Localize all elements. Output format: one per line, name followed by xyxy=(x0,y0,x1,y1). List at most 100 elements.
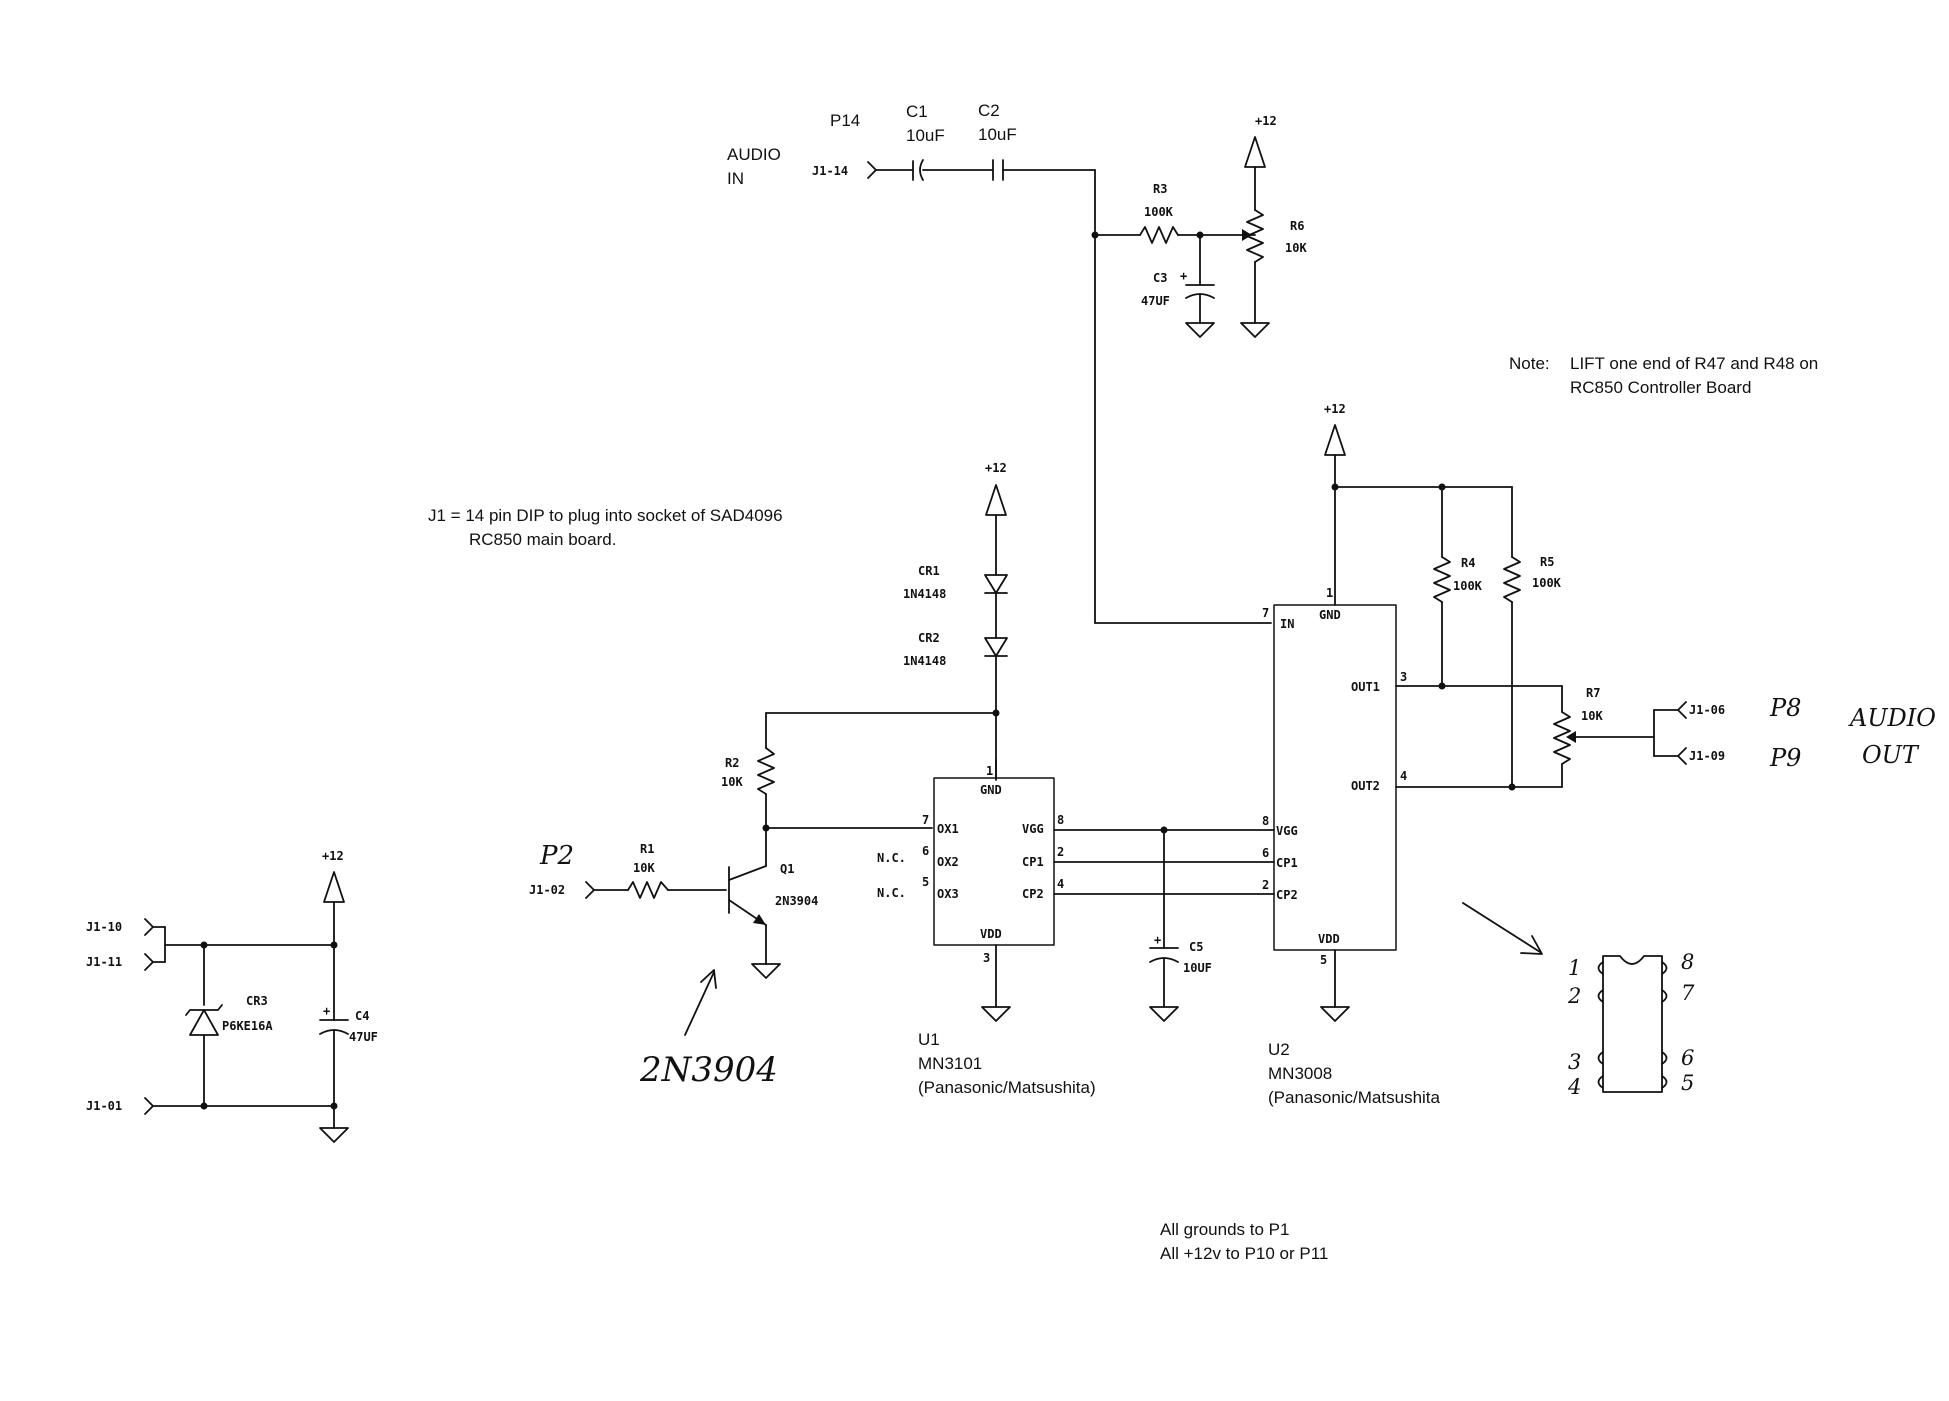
u1-pin-number-gnd: 1 xyxy=(986,764,993,778)
c2-capacitor xyxy=(992,159,1096,181)
q1-ref-label: Q1 xyxy=(780,862,794,876)
ground-icon xyxy=(319,1127,349,1143)
u2-pin-in: IN xyxy=(1280,617,1294,631)
u2-part-label: MN3008 xyxy=(1268,1064,1332,1083)
plus12-supply-icon xyxy=(323,871,345,903)
cr2-diode xyxy=(984,637,1008,657)
u1-pin-cp1: CP1 xyxy=(1022,855,1044,869)
p14-connector-label: P14 xyxy=(830,111,860,130)
cr1-diode xyxy=(984,574,1008,594)
c5-ref-label: C5 xyxy=(1189,940,1203,954)
u1-nc-label-ox2: N.C. xyxy=(877,851,906,865)
u1-pin-cp2: CP2 xyxy=(1022,887,1044,901)
u2-maker-label: (Panasonic/Matsushita xyxy=(1268,1088,1441,1107)
plus12-supply-icon xyxy=(985,484,1007,516)
j1-09-pin-label: J1-09 xyxy=(1689,749,1725,763)
j1-14-connector-symbol xyxy=(867,161,877,179)
q1-value-label: 2N3904 xyxy=(775,894,818,908)
output-section: +12 R4 100K R5 100K R7 10K xyxy=(1324,402,1936,791)
r4-resistor xyxy=(1433,556,1451,603)
annotation-arrow-2n3904 xyxy=(684,971,715,1036)
c3-ref-label: C3 xyxy=(1153,271,1167,285)
u2-pin-number-in: 7 xyxy=(1262,606,1269,620)
audio-in-label-2: IN xyxy=(727,169,744,188)
u1-part-label: MN3101 xyxy=(918,1054,982,1073)
u1-pin-number-cp1: 2 xyxy=(1057,845,1064,859)
u1-pin-number-vdd: 3 xyxy=(983,951,990,965)
u1-pin-number-cp2: 4 xyxy=(1057,877,1064,891)
j1-01-pin-label: J1-01 xyxy=(86,1099,122,1113)
r7-potentiometer xyxy=(1553,711,1571,765)
r6-value-label: 10K xyxy=(1285,241,1307,255)
c2-ref-label: C2 xyxy=(978,101,1000,120)
u1-pin-number-ox1: 7 xyxy=(922,813,929,827)
r7-wiper-arrow xyxy=(1566,731,1576,743)
r5-ref-label: R5 xyxy=(1540,555,1554,569)
cr1-ref-label: CR1 xyxy=(918,564,940,578)
j1-06-pin-label: J1-06 xyxy=(1689,703,1725,717)
u2-pin-number-out1: 3 xyxy=(1400,670,1407,684)
audio-in-section: AUDIO IN P14 J1-14 C1 10uF C2 10uF R3 xyxy=(727,101,1307,624)
u1-pin-number-vgg: 8 xyxy=(1057,813,1064,827)
dip-pin-3: 3 xyxy=(1568,1050,1581,1074)
u2-pin-vgg: VGG xyxy=(1276,824,1298,838)
path xyxy=(1661,961,1668,975)
dip-pin-8: 8 xyxy=(1681,950,1694,974)
wire xyxy=(728,865,767,881)
u2-pin-vdd: VDD xyxy=(1318,932,1340,946)
j1-11-pin-label: J1-11 xyxy=(86,955,122,969)
p8-connector-label: P8 xyxy=(1769,694,1801,722)
u1-pin-vgg: VGG xyxy=(1022,822,1044,836)
r6-ref-label: R6 xyxy=(1290,219,1304,233)
u1-pin-gnd: GND xyxy=(980,783,1002,797)
junction-dot xyxy=(1508,783,1516,791)
j1-14-pin-label: J1-14 xyxy=(812,164,848,178)
r7-ref-label: R7 xyxy=(1586,686,1600,700)
u2-pin-number-gnd: 1 xyxy=(1326,586,1333,600)
j1-09-connector-symbol xyxy=(1677,747,1687,765)
r3-resistor xyxy=(1139,226,1179,244)
note-text-line1: LIFT one end of R47 and R48 on xyxy=(1570,354,1818,373)
r1-value-label: 10K xyxy=(633,861,655,875)
dip-pin-6: 6 xyxy=(1681,1046,1694,1070)
u2-mn3008-chip: GND 1 IN 7 OUT1 3 OUT2 4 VGG 8 CP1 6 CP2… xyxy=(1262,586,1441,1107)
path xyxy=(1661,989,1668,1003)
j1-10-pin-label: J1-10 xyxy=(86,920,122,934)
note-text-line2: RC850 Controller Board xyxy=(1570,378,1751,397)
j1-02-connector-symbol xyxy=(585,881,595,899)
transistor-handwritten-note: 2N3904 xyxy=(639,1050,778,1090)
grounds-note-line1: All grounds to P1 xyxy=(1160,1220,1289,1239)
c4-ref-label: C4 xyxy=(355,1009,369,1023)
cr-supply-label: +12 xyxy=(985,461,1007,475)
path xyxy=(1661,1075,1668,1089)
dip-pin-1: 1 xyxy=(1568,956,1581,980)
dip-pin-7: 7 xyxy=(1681,981,1695,1005)
cr2-value-label: 1N4148 xyxy=(903,654,946,668)
power-input-section: J1-10 J1-11 J1-01 CR3 P6KE16A +12 + C4 4… xyxy=(86,849,378,1143)
r1-resistor xyxy=(627,881,669,899)
c5-value-label: 10UF xyxy=(1183,961,1212,975)
r7-value-label: 10K xyxy=(1581,709,1603,723)
u2-pin-out1: OUT1 xyxy=(1351,680,1380,694)
c4-supply-label: +12 xyxy=(322,849,344,863)
junction-dot xyxy=(1438,682,1446,690)
c1-capacitor xyxy=(912,159,994,181)
path xyxy=(700,969,717,989)
ground-icon xyxy=(981,1006,1011,1022)
u2-supply-label: +12 xyxy=(1324,402,1346,416)
u1-pin-vdd: VDD xyxy=(980,927,1002,941)
r2-value-label: 10K xyxy=(721,775,743,789)
path xyxy=(1520,935,1543,955)
u2-pin-number-cp1: 6 xyxy=(1262,846,1269,860)
r5-resistor xyxy=(1503,556,1521,603)
ground-icon xyxy=(1320,1006,1350,1022)
u1-pin-number-ox3: 5 xyxy=(922,875,929,889)
grounds-note-line2: All +12v to P10 or P11 xyxy=(1160,1244,1328,1263)
j1-06-connector-symbol xyxy=(1677,701,1687,719)
notes: Note: LIFT one end of R47 and R48 on RC8… xyxy=(428,354,1818,1263)
j1-11-connector-symbol xyxy=(144,953,154,971)
text: + xyxy=(323,1004,330,1018)
c3-value-label: 47UF xyxy=(1141,294,1170,308)
u2-pin-number-vdd: 5 xyxy=(1320,953,1327,967)
r3-value-label: 100K xyxy=(1144,205,1174,219)
